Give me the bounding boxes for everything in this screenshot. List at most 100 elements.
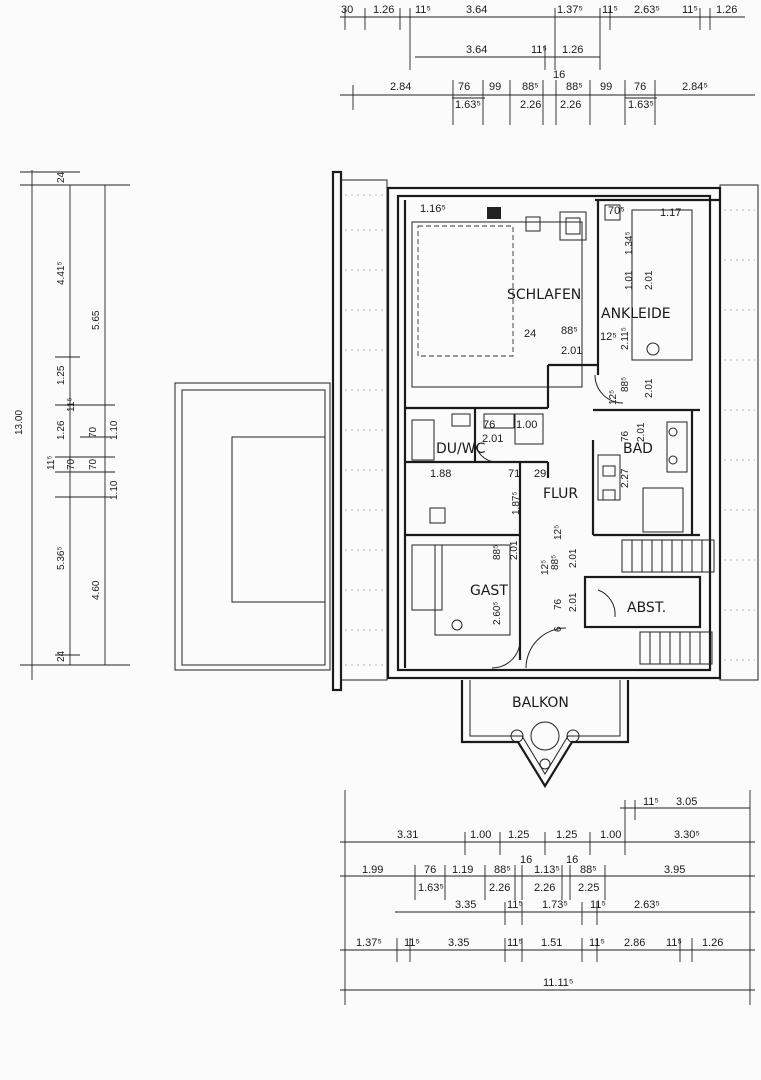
dim-int-18: 71 bbox=[508, 468, 520, 480]
dim-left-11: 70 bbox=[88, 458, 99, 470]
dim-bot-r6-4: 1.51 bbox=[541, 937, 562, 949]
room-labels: SCHLAFEN ANKLEIDE DU/WC BAD FLUR GAST AB… bbox=[436, 287, 671, 711]
dim-int-33: 6 bbox=[553, 626, 564, 632]
dim-bot-r3-5: 1.13⁵ bbox=[534, 864, 560, 876]
room-label-flur: FLUR bbox=[543, 486, 578, 502]
dim-int-32: 2.01 bbox=[568, 592, 579, 612]
dim-int-27: 2.01 bbox=[568, 548, 579, 568]
bed-outline bbox=[411, 221, 583, 388]
dim-bot-r4-1: 2.26 bbox=[489, 882, 510, 894]
balcony bbox=[460, 680, 630, 789]
room-label-ankleide: ANKLEIDE bbox=[601, 306, 671, 322]
dim-left-6: 70 bbox=[88, 426, 99, 438]
dim-bot-r1-1: 3.05 bbox=[676, 796, 697, 808]
dim-left-total: 13.00 bbox=[14, 410, 25, 435]
dim-top-r1-1: 1.26 bbox=[373, 4, 394, 16]
dim-left-5: 1.26 bbox=[56, 420, 67, 440]
dim-left-4: 11⁵ bbox=[66, 397, 77, 412]
dim-top-r1-7: 11⁵ bbox=[682, 4, 698, 16]
dim-int-31: 2.60⁵ bbox=[492, 601, 503, 625]
dim-bot-r5-0: 3.35 bbox=[455, 899, 476, 911]
dim-top-r2-0: 3.64 bbox=[466, 44, 487, 56]
dim-int-1: 70⁵ bbox=[608, 205, 625, 217]
dim-top-r3-0: 2.84 bbox=[390, 81, 411, 93]
dim-top-r3-5: 88⁵ bbox=[566, 81, 583, 93]
dim-top-r3-3: 88⁵ bbox=[522, 81, 539, 93]
dim-top-r1-2: 11⁵ bbox=[415, 4, 431, 16]
roof-and-terrace bbox=[174, 170, 759, 692]
bottom-dimension-chains: 11⁵ 3.05 3.31 1.00 1.25 1.25 1.00 3.30⁵ … bbox=[340, 790, 755, 1005]
dim-top-r3-1: 76 bbox=[458, 81, 470, 93]
chimney-icon bbox=[487, 207, 501, 219]
dim-int-9: 12⁵ bbox=[600, 331, 617, 343]
dim-bot-r3-7: 88⁵ bbox=[580, 864, 597, 876]
dim-bottom-total: 11.11⁵ bbox=[543, 977, 573, 989]
dim-int-19: 29 bbox=[534, 468, 546, 480]
top-dimension-chains: 30 1.26 11⁵ 3.64 1.37⁵ 11⁵ 2.63⁵ 11⁵ 1.2… bbox=[340, 4, 755, 125]
dim-bot-r5-1: 11⁵ bbox=[507, 899, 523, 911]
dim-int-13: 2.01 bbox=[644, 378, 655, 398]
dim-int-6: 24 bbox=[524, 328, 536, 340]
dim-int-20: 1.87⁵ bbox=[511, 491, 522, 515]
dim-int-15: 2.01 bbox=[482, 433, 503, 445]
dim-bot-r5-2: 1.73⁵ bbox=[542, 899, 568, 911]
dim-bot-r2-1: 1.00 bbox=[470, 829, 491, 841]
dim-top-r1-0: 30 bbox=[341, 4, 353, 16]
dim-bot-r4-3: 2.25 bbox=[578, 882, 599, 894]
dim-int-21: 2.01 bbox=[636, 422, 647, 442]
dim-int-14: 76 bbox=[483, 419, 495, 431]
dim-bot-r3-8: 3.95 bbox=[664, 864, 685, 876]
dim-int-16: 1.00 bbox=[516, 419, 537, 431]
dim-bot-r3-3: 88⁵ bbox=[494, 864, 511, 876]
dim-int-8: 2.01 bbox=[561, 345, 582, 357]
dim-int-2: 1.17 bbox=[660, 207, 681, 219]
dim-bot-r4-2: 2.26 bbox=[534, 882, 555, 894]
dim-bot-r6-2: 3.35 bbox=[448, 937, 469, 949]
dim-left-10: 70 bbox=[66, 458, 77, 470]
dim-top-r4-3: 1.63⁵ bbox=[628, 99, 654, 111]
dim-top-r3-4: 16 bbox=[553, 69, 565, 81]
dim-bot-r6-1: 11⁵ bbox=[404, 937, 420, 949]
dim-top-r2-1: 11⁵ bbox=[531, 44, 547, 56]
dim-left-3: 1.25 bbox=[56, 365, 67, 385]
dim-left-1: 4.41⁵ bbox=[56, 261, 67, 285]
dim-int-22: 76 bbox=[620, 430, 631, 442]
dim-bot-r2-5: 3.30⁵ bbox=[674, 829, 700, 841]
room-label-du-wc: DU/WC bbox=[436, 441, 486, 457]
dim-bot-r2-4: 1.00 bbox=[600, 829, 621, 841]
dim-bot-r2-3: 1.25 bbox=[556, 829, 577, 841]
dim-bot-r5-4: 2.63⁵ bbox=[634, 899, 660, 911]
dim-int-26: 12⁵ bbox=[553, 525, 564, 540]
interior-dimensions: 1.16⁵ 70⁵ 1.17 1.34⁵ 1.01 2.01 24 88⁵ 2.… bbox=[420, 203, 681, 632]
room-label-abst: ABST. bbox=[627, 600, 666, 616]
dim-top-r3-7: 76 bbox=[634, 81, 646, 93]
dim-left-9: 11⁵ bbox=[46, 455, 57, 470]
dim-int-12: 12⁵ bbox=[608, 390, 619, 405]
dim-left-15: 24 bbox=[56, 650, 67, 662]
dim-int-10: 2.11⁵ bbox=[620, 327, 631, 350]
dim-int-25: 2.01 bbox=[509, 540, 520, 560]
dim-bot-r6-7: 11⁵ bbox=[666, 937, 682, 949]
dim-int-3: 1.34⁵ bbox=[624, 231, 635, 255]
staircase bbox=[621, 539, 715, 665]
dim-int-28: 88⁵ bbox=[550, 555, 561, 570]
dim-left-12: 1.10 bbox=[109, 480, 120, 500]
dim-int-24: 88⁵ bbox=[492, 545, 503, 560]
dim-top-r3-2: 99 bbox=[489, 81, 501, 93]
dim-left-7: 1.10 bbox=[109, 420, 120, 440]
dim-int-29: 12⁵ bbox=[540, 560, 551, 575]
dim-bot-r3-4: 16 bbox=[520, 854, 532, 866]
dim-top-r4-0: 1.63⁵ bbox=[455, 99, 481, 111]
dim-int-7: 88⁵ bbox=[561, 325, 578, 337]
dim-left-13: 5.36⁵ bbox=[56, 546, 67, 570]
dim-top-r1-5: 11⁵ bbox=[602, 4, 618, 16]
left-dimension-chains: 13.00 24 4.41⁵ 5.65 1.25 11⁵ 1.26 70 1.1… bbox=[14, 170, 130, 680]
dim-bot-r3-2: 1.19 bbox=[452, 864, 473, 876]
dim-bot-r2-0: 3.31 bbox=[397, 829, 418, 841]
dim-top-r1-4: 1.37⁵ bbox=[557, 4, 583, 16]
dim-bot-r1-0: 11⁵ bbox=[643, 796, 659, 808]
building-walls bbox=[386, 186, 722, 680]
dim-bot-r4-0: 1.63⁵ bbox=[418, 882, 444, 894]
dim-left-0: 24 bbox=[56, 171, 67, 183]
dim-int-11: 88⁵ bbox=[620, 377, 631, 392]
